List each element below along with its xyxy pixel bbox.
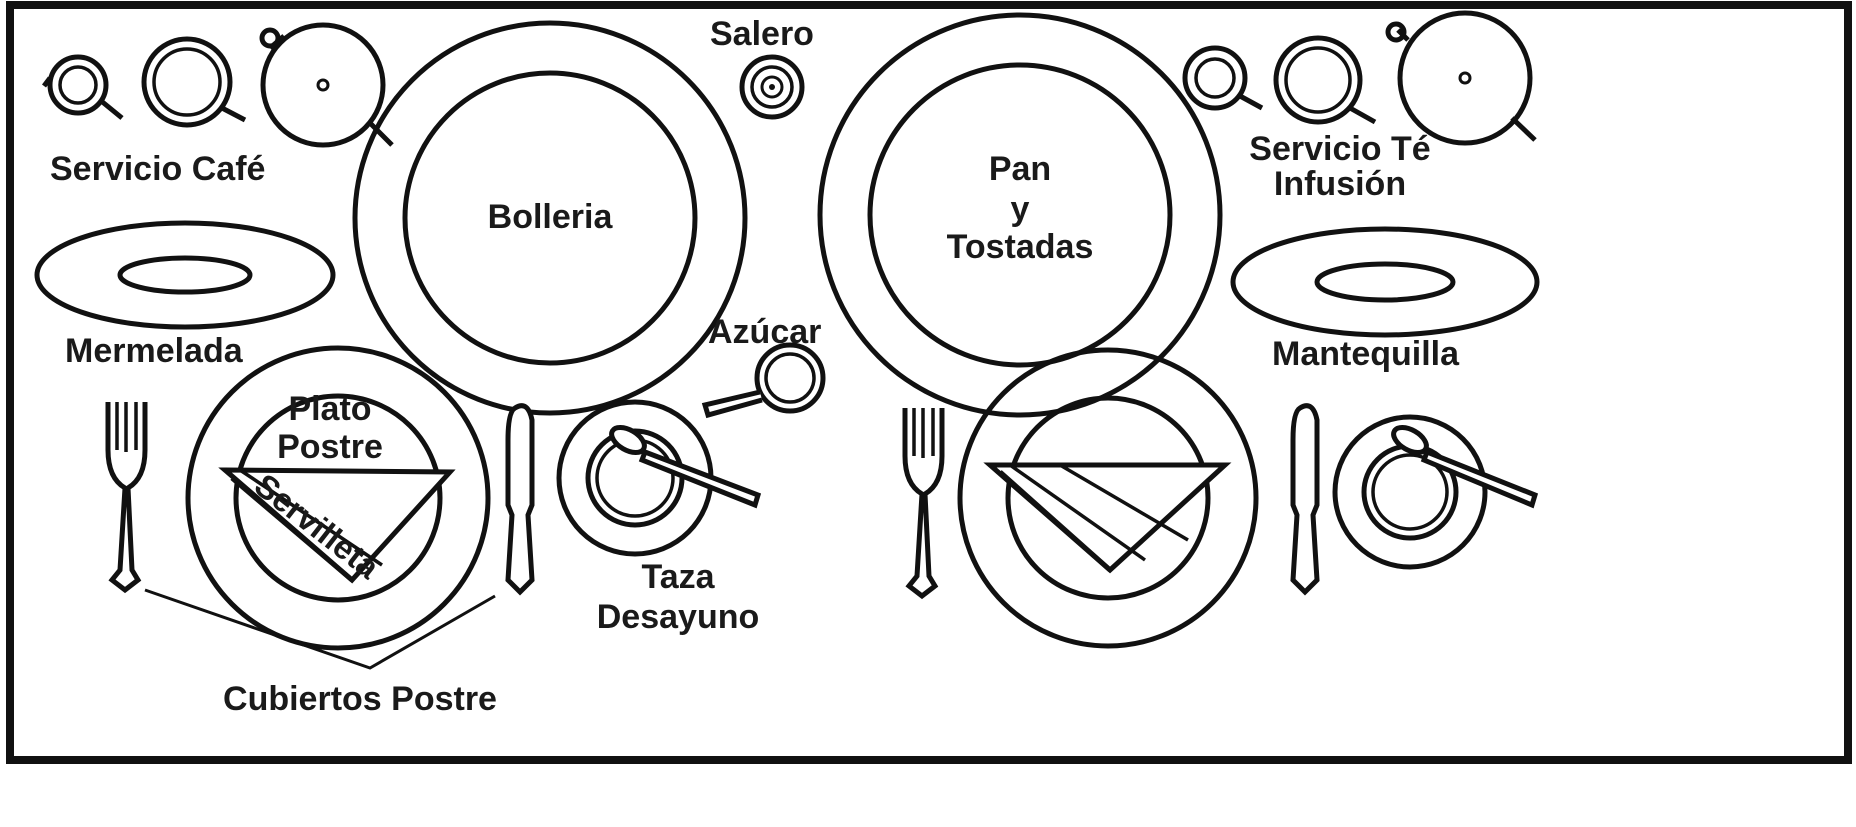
spoon-icon — [609, 425, 762, 509]
knife-icon — [1290, 403, 1320, 596]
knife-icon — [505, 403, 535, 596]
coffee-service-icon — [42, 22, 394, 148]
diagram-frame — [6, 1, 1852, 764]
salt-shaker-icon — [739, 54, 805, 120]
label-desayuno: Desayuno — [597, 598, 760, 636]
bolleria-plate — [352, 20, 748, 416]
label-postre: Postre — [277, 428, 383, 466]
sugar-bowl-icon — [701, 342, 826, 419]
spoon-icon — [1391, 425, 1539, 509]
label-plato: Plato — [288, 390, 371, 428]
label-y: y — [1011, 190, 1030, 228]
label-mermelada: Mermelada — [65, 332, 244, 370]
napkin-icon — [218, 467, 456, 584]
napkin-icon — [983, 462, 1232, 574]
label-taza: Taza — [641, 558, 715, 596]
label-salero: Salero — [710, 15, 814, 53]
label-mantequilla: Mantequilla — [1272, 335, 1460, 373]
label-azucar: Azúcar — [708, 313, 821, 351]
label-servicio-cafe: Servicio Café — [50, 150, 265, 188]
cubiertos-postre-pointer — [144, 588, 496, 670]
label-servicio-te: Servicio Té — [1249, 130, 1430, 168]
dessert-plate — [185, 345, 491, 651]
label-infusion: Infusión — [1274, 165, 1406, 203]
label-tostadas: Tostadas — [947, 228, 1094, 266]
fork-icon — [902, 408, 945, 600]
dinner-plate — [957, 347, 1259, 649]
fork-icon — [105, 402, 148, 594]
mermelada-dish — [34, 220, 336, 330]
label-cubiertos-postre: Cubiertos Postre — [223, 680, 497, 718]
pan-tostadas-plate — [817, 12, 1223, 418]
mantequilla-dish — [1230, 226, 1540, 338]
tea-service-icon — [1182, 10, 1537, 146]
label-pan: Pan — [989, 150, 1051, 188]
label-bolleria: Bolleria — [488, 198, 614, 236]
